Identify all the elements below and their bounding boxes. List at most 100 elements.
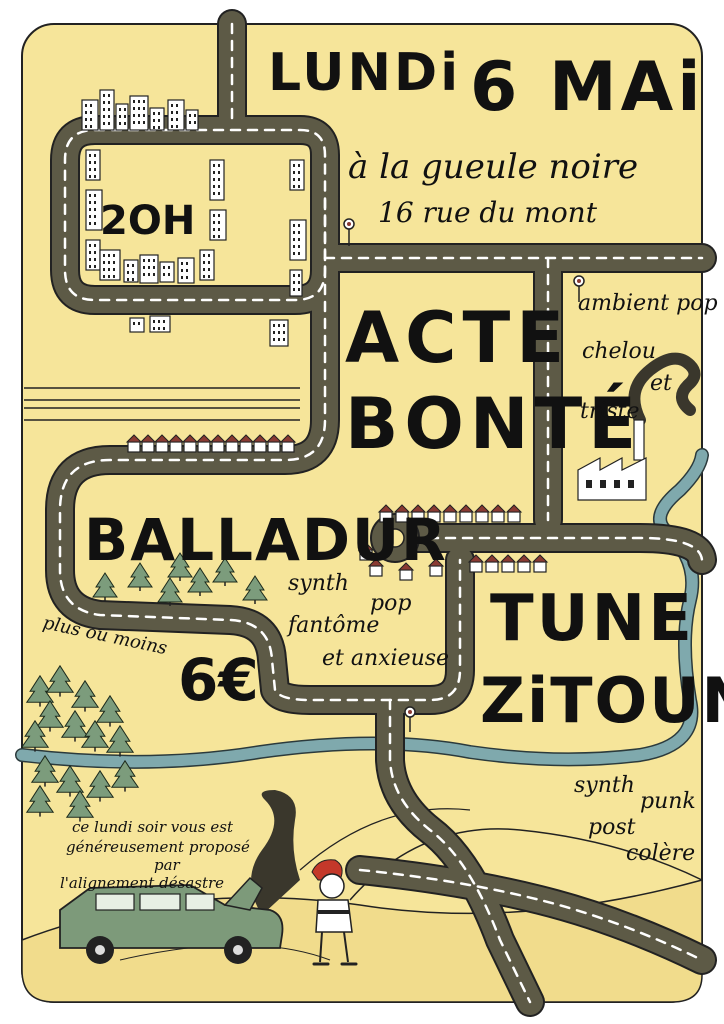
- building: [139, 254, 159, 284]
- building: [99, 249, 121, 281]
- building: [81, 99, 99, 131]
- house-icon: [499, 554, 517, 573]
- road-sign-icon: [343, 218, 585, 732]
- building: [115, 103, 129, 131]
- band-balladur: BALLADUR synth pop fantôme et anxieuse: [84, 506, 449, 671]
- band-tune-zitoune: TUNE ZiTOUNE synth punk post colère: [480, 582, 724, 866]
- building: [85, 149, 101, 181]
- building: [209, 209, 227, 241]
- band-genre-line: et anxieuse: [322, 646, 449, 671]
- event-header: LUNDi 6 MAi à la gueule noire 16 rue du …: [268, 43, 705, 229]
- house-icon: [251, 434, 269, 453]
- tree-icon: [92, 572, 118, 601]
- house-icon: [393, 504, 411, 523]
- tree-icon: [65, 789, 95, 822]
- house-icon: [209, 434, 227, 453]
- footer-line: l'alignement désastre: [60, 874, 224, 892]
- building: [209, 159, 225, 201]
- building: [85, 239, 101, 271]
- tree-icon: [167, 552, 193, 581]
- band-genre-line: pop: [370, 591, 411, 616]
- house-icon: [425, 504, 443, 523]
- house-icon: [531, 554, 549, 573]
- house-icon: [237, 434, 255, 453]
- building: [149, 315, 171, 333]
- price-value: 6€: [178, 646, 259, 714]
- building: [129, 95, 149, 131]
- building: [149, 107, 165, 131]
- footer-credit: ce lundi soir vous est généreusement pro…: [60, 818, 250, 892]
- house-icon: [427, 558, 445, 577]
- building: [167, 99, 185, 131]
- house-icon: [473, 504, 491, 523]
- house-icon: [515, 554, 533, 573]
- building: [123, 259, 139, 283]
- event-time: 2OH: [100, 198, 195, 244]
- band-acte-bonte: ACTE BONTÉ ambient pop chelou et triste: [345, 291, 718, 465]
- event-date: 6 MAi: [470, 48, 705, 127]
- tree-icon: [95, 694, 125, 727]
- tree-icon: [45, 664, 75, 697]
- building: [99, 89, 115, 131]
- building: [199, 249, 215, 281]
- band-genre-line: chelou: [582, 339, 656, 364]
- tree-icon: [105, 724, 135, 757]
- building: [289, 159, 305, 191]
- house-icon: [483, 554, 501, 573]
- band-genre-line: colère: [626, 841, 695, 866]
- band-genre-line: ambient pop: [578, 291, 718, 316]
- house-icon: [279, 434, 297, 453]
- building: [185, 109, 199, 131]
- footer-line: par: [154, 856, 181, 874]
- tree-icon: [110, 759, 140, 792]
- house-icon: [467, 554, 485, 573]
- forest: [20, 552, 268, 822]
- car-icon: [59, 790, 300, 964]
- building: [289, 219, 307, 261]
- house-icon: [167, 434, 185, 453]
- building: [177, 257, 195, 284]
- tree-icon: [212, 557, 238, 586]
- tree-icon: [70, 679, 100, 712]
- venue-name: à la gueule noire: [348, 147, 638, 187]
- city-buildings: [81, 89, 307, 347]
- band-genre-line: punk: [640, 789, 696, 814]
- tree-icon: [20, 719, 50, 752]
- road-network: [45, 9, 717, 1017]
- footer-line: ce lundi soir vous est: [72, 818, 234, 836]
- railway: [24, 387, 300, 421]
- house-icon: [397, 562, 415, 581]
- house-icon: [139, 434, 157, 453]
- band-genre-line: synth: [288, 571, 349, 596]
- house-icon: [457, 504, 475, 523]
- band-genre-line: et: [650, 371, 672, 396]
- house-icon: [489, 504, 507, 523]
- house-icon: [153, 434, 171, 453]
- band-genre-line: synth: [574, 773, 635, 798]
- house-icon: [409, 504, 427, 523]
- building: [159, 261, 175, 283]
- houses: [125, 434, 549, 581]
- house-icon: [505, 504, 523, 523]
- tree-icon: [30, 754, 60, 787]
- house-icon: [265, 434, 283, 453]
- tree-icon: [35, 699, 65, 732]
- tree-icon: [80, 719, 110, 752]
- house-icon: [377, 504, 395, 523]
- person-icon: [311, 859, 358, 966]
- footer-line: généreusement proposé: [66, 838, 250, 856]
- tree-icon: [60, 709, 90, 742]
- house-icon: [195, 434, 213, 453]
- house-icon: [367, 558, 385, 577]
- band-name-line: TUNE: [490, 582, 695, 656]
- building: [129, 317, 145, 333]
- factory-icon: [577, 352, 701, 501]
- band-name-line: ZiTOUNE: [480, 664, 724, 737]
- tree-icon: [25, 784, 55, 817]
- band-genre-line: fantôme: [286, 613, 379, 638]
- building: [269, 319, 289, 347]
- venue-address: 16 rue du mont: [378, 196, 598, 229]
- house-icon: [181, 434, 199, 453]
- tree-icon: [157, 577, 183, 606]
